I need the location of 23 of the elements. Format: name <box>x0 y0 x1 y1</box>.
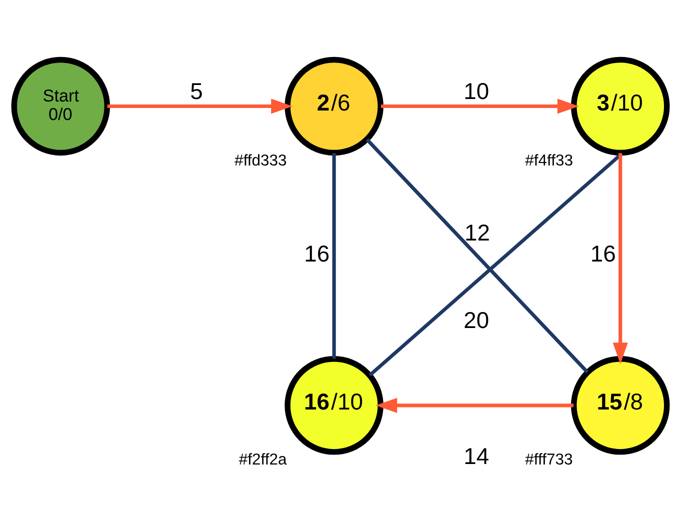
node-label: #f2ff2a <box>238 451 287 468</box>
edge-label: 12 <box>464 219 490 246</box>
edge-label: 14 <box>464 442 490 468</box>
node-circle: Start 0/0 <box>11 56 110 156</box>
edge-label: 10 <box>464 77 490 104</box>
connector <box>368 153 622 376</box>
node-label: #fff733 <box>525 451 573 468</box>
edge-label: 16 <box>590 240 616 266</box>
edge-label: 16 <box>304 240 330 266</box>
node-label: #ffd333 <box>234 152 287 169</box>
arrow <box>107 98 293 114</box>
edge-label: 20 <box>464 306 490 332</box>
connector <box>332 152 336 358</box>
arrow <box>381 98 579 114</box>
edge-label: 5 <box>190 77 203 104</box>
node-circle: 2/6 <box>284 56 384 156</box>
arrow <box>612 152 628 364</box>
node-circle: 3/10 <box>570 56 670 156</box>
node-circle: 16/10 <box>284 356 384 454</box>
node-circle: 15/8 <box>570 356 670 454</box>
connector <box>366 138 589 373</box>
node-label: #f4ff33 <box>525 152 574 169</box>
arrow <box>376 397 574 412</box>
